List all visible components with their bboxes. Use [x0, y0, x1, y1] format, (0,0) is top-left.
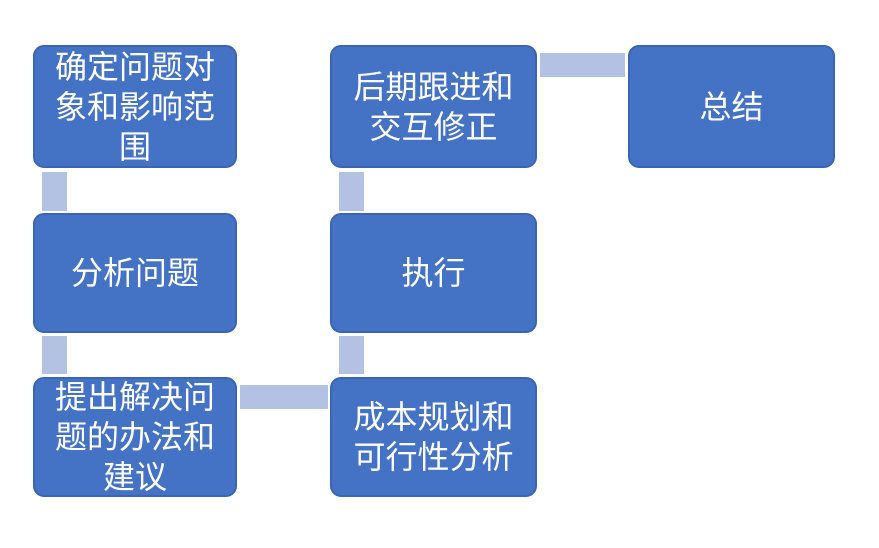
connector-step3-step4 [240, 385, 328, 409]
flow-step-define-problem-scope: 确定问题对象和影响范围 [33, 45, 237, 168]
flow-step-analyze-problem: 分析问题 [33, 213, 237, 333]
flow-step-label: 提出解决问题的办法和建议 [54, 379, 215, 495]
flow-step-execute: 执行 [330, 213, 537, 333]
flow-step-followup-correction: 后期跟进和交互修正 [330, 45, 537, 168]
flow-step-label: 总结 [699, 88, 764, 125]
connector-step2-step3 [42, 336, 67, 374]
flow-step-label: 确定问题对象和影响范围 [54, 48, 215, 165]
flow-step-cost-feasibility: 成本规划和可行性分析 [330, 377, 537, 497]
flow-step-summary: 总结 [628, 45, 835, 168]
connector-step6-step7 [540, 53, 625, 77]
connector-step4-step5 [339, 336, 364, 374]
flow-step-propose-solutions: 提出解决问题的办法和建议 [33, 377, 237, 497]
connector-step5-step6 [339, 172, 364, 211]
flow-step-label: 后期跟进和交互修正 [353, 68, 514, 145]
flow-step-label: 执行 [401, 255, 466, 291]
connector-step1-step2 [42, 172, 67, 211]
flow-step-label: 成本规划和可行性分析 [353, 399, 514, 475]
flow-step-label: 分析问题 [70, 255, 199, 291]
